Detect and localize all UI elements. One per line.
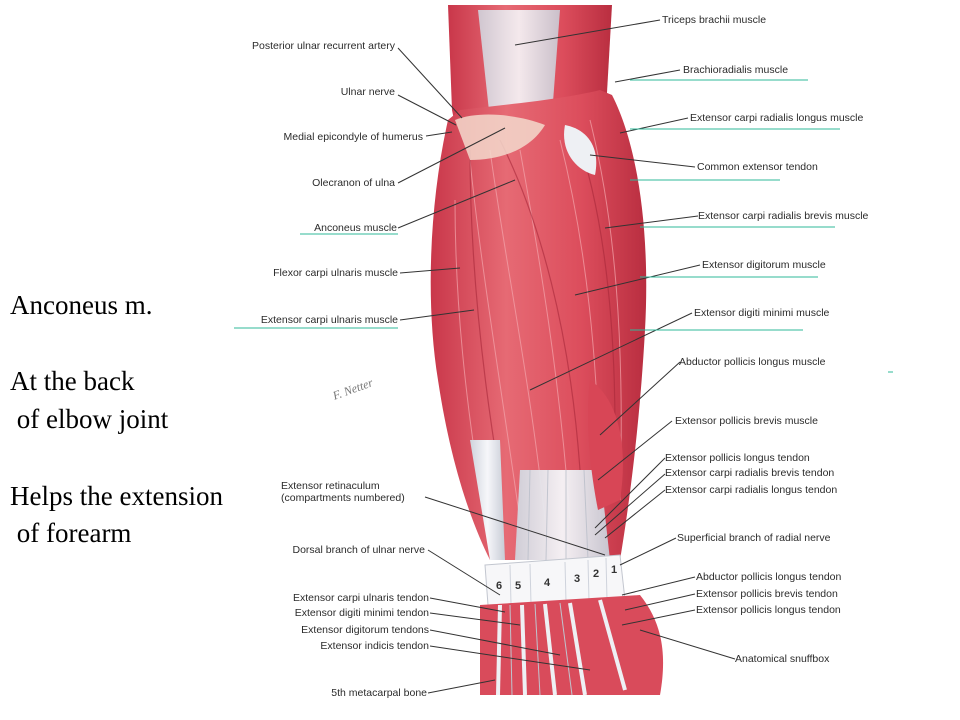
label-abductor-pollicis-longus-tendon: Abductor pollicis longus tendon <box>696 571 842 583</box>
label-olecranon: Olecranon of ulna <box>312 177 395 189</box>
label-extensor-digiti-minimi-muscle: Extensor digiti minimi muscle <box>694 307 830 319</box>
label-compartments-numbered: (compartments numbered) <box>281 492 405 504</box>
label-extensor-carpi-radialis-brevis-muscle: Extensor carpi radialis brevis muscle <box>698 210 869 222</box>
slide-title: Anconeus m. <box>10 290 153 320</box>
label-superficial-branch-radial-nerve: Superficial branch of radial nerve <box>677 532 831 544</box>
olecranon-region <box>455 114 545 160</box>
label-extensor-digitorum-tendons: Extensor digitorum tendons <box>301 624 429 636</box>
label-extensor-pollicis-longus-tendon-2: Extensor pollicis longus tendon <box>696 604 841 616</box>
label-extensor-digitorum-muscle: Extensor digitorum muscle <box>702 259 826 271</box>
label-medial-epicondyle: Medial epicondyle of humerus <box>283 131 424 143</box>
common-extensor-tendon <box>564 125 597 175</box>
label-extensor-pollicis-longus-tendon: Extensor pollicis longus tendon <box>665 452 810 464</box>
compartment-number: 2 <box>593 568 600 580</box>
label-extensor-carpi-ulnaris-tendon: Extensor carpi ulnaris tendon <box>293 592 429 604</box>
label-flexor-carpi-ulnaris-muscle: Flexor carpi ulnaris muscle <box>273 267 398 279</box>
compartment-number: 3 <box>574 573 581 585</box>
label-extensor-digiti-minimi-tendon: Extensor digiti minimi tendon <box>294 607 429 619</box>
label-abductor-pollicis-longus-muscle: Abductor pollicis longus muscle <box>679 356 826 368</box>
label-extensor-carpi-radialis-brevis-tendon: Extensor carpi radialis brevis tendon <box>665 467 835 479</box>
label-extensor-retinaculum: Extensor retinaculum <box>281 480 380 492</box>
label-triceps-brachii-muscle: Triceps brachii muscle <box>662 14 767 26</box>
label-extensor-carpi-radialis-longus-muscle: Extensor carpi radialis longus muscle <box>690 112 864 124</box>
label-ulnar-nerve: Ulnar nerve <box>340 86 395 98</box>
location-line-1: At the back <box>10 366 135 396</box>
label-posterior-ulnar-recurrent-artery: Posterior ulnar recurrent artery <box>252 40 395 52</box>
label-dorsal-branch-ulnar-nerve: Dorsal branch of ulnar nerve <box>292 544 426 556</box>
compartment-number: 1 <box>611 564 618 576</box>
compartment-number: 6 <box>496 580 503 592</box>
label-5th-metacarpal-bone: 5th metacarpal bone <box>331 687 427 699</box>
compartment-number: 5 <box>515 580 522 592</box>
tendon-bundle <box>470 440 505 560</box>
compartment-number: 4 <box>544 577 551 589</box>
label-extensor-indicis-tendon: Extensor indicis tendon <box>320 640 429 652</box>
label-brachioradialis-muscle: Brachioradialis muscle <box>683 64 789 76</box>
label-extensor-carpi-radialis-longus-tendon: Extensor carpi radialis longus tendon <box>665 484 838 496</box>
function-line-2: of forearm <box>10 518 132 548</box>
label-anconeus-muscle: Anconeus muscle <box>314 222 397 234</box>
label-extensor-pollicis-brevis-muscle: Extensor pollicis brevis muscle <box>675 415 818 427</box>
label-extensor-pollicis-brevis-tendon: Extensor pollicis brevis tendon <box>696 588 838 600</box>
label-anatomical-snuffbox: Anatomical snuffbox <box>735 653 830 665</box>
label-common-extensor-tendon: Common extensor tendon <box>697 161 818 173</box>
label-extensor-carpi-ulnaris-muscle: Extensor carpi ulnaris muscle <box>260 314 398 326</box>
function-line-1: Helps the extension <box>10 481 223 511</box>
location-line-2: of elbow joint <box>10 404 169 434</box>
